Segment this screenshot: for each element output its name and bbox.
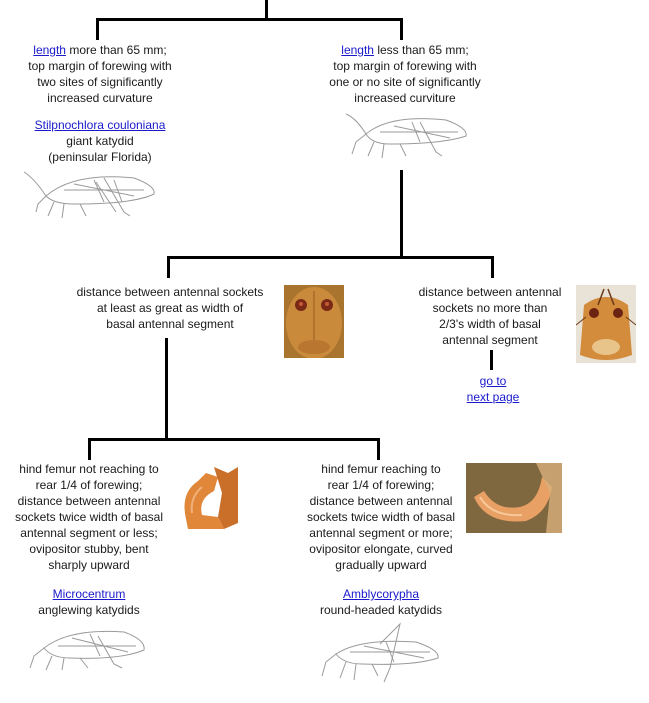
couplet-3b-line6: ovipositor elongate, curved	[309, 542, 453, 556]
couplet-1b-line1: length less than 65 mm;	[305, 42, 505, 58]
connector-top-stem	[265, 0, 268, 20]
connector-low-left-drop	[88, 438, 91, 460]
common-name-giant-katydid: giant katydid	[66, 134, 134, 148]
connector-mid-left-drop	[167, 256, 170, 278]
katydid-drawing-giant	[23, 168, 158, 220]
common-name-round-headed-katydids: round-headed katydids	[319, 603, 443, 617]
katydid-drawing-round-headed	[320, 622, 444, 684]
common-name-anglewing-katydids: anglewing katydids	[38, 603, 140, 617]
katydid-drawing-anglewing	[29, 624, 148, 672]
couplet-2b-line2: sockets no more than	[432, 301, 548, 315]
couplet-1b-line4: increased curviture	[354, 91, 456, 105]
couplet-2b-line3: 2/3's width of basal	[439, 317, 541, 331]
couplet-3a-line6: ovipositor stubby, bent	[29, 542, 149, 556]
go-to-link[interactable]: go to	[479, 374, 507, 388]
couplet-1a-line4: increased curvature	[47, 91, 153, 105]
couplet-1a-line2: top margin of forewing with	[28, 59, 172, 73]
couplet-3b-line4: sockets twice width of basal	[306, 510, 456, 524]
katydid-drawing-small	[345, 112, 470, 160]
connector-low-bar	[88, 438, 380, 441]
couplet-3a-line7: sharply upward	[48, 558, 130, 572]
connector-top-bar	[96, 18, 403, 21]
connector-mid-bar	[167, 256, 494, 259]
couplet-1a-line1: length more than 65 mm;	[0, 42, 200, 58]
couplet-3b-line1: hind femur reaching to	[321, 462, 441, 476]
couplet-3b-line5: antennal segment or more;	[309, 526, 453, 540]
couplet-1b-line2: top margin of forewing with	[333, 59, 477, 73]
couplet-2a-line1: distance between antennal sockets	[76, 285, 264, 299]
connector-top-right-drop	[400, 18, 403, 40]
couplet-3a-line1: hind femur not reaching to	[19, 462, 159, 476]
taxon-block-stilpnochlora: Stilpnochlora couloniana giant katydid (…	[0, 117, 200, 165]
next-page-link-block: go to next page	[443, 373, 543, 405]
taxon-link-stilpnochlora[interactable]: Stilpnochlora couloniana	[34, 118, 166, 132]
couplet-2a-line3: basal antennal segment	[106, 317, 234, 331]
couplet-2a-text: distance between antennal sockets at lea…	[60, 284, 280, 332]
taxon-link-amblycorypha[interactable]: Amblycorypha	[342, 587, 420, 601]
connector-mid-stem	[400, 170, 403, 258]
connector-mid-right-drop	[491, 256, 494, 278]
couplet-3a-text: hind femur not reaching to rear 1/4 of f…	[0, 461, 178, 573]
couplet-2b-line4: antennal segment	[442, 333, 538, 347]
connector-top-left-drop	[96, 18, 99, 40]
taxon-block-amblycorypha: Amblycorypha round-headed katydids	[290, 586, 472, 618]
next-page-link[interactable]: next page	[466, 390, 520, 404]
couplet-2b-text: distance between antennal sockets no mor…	[400, 284, 580, 348]
couplet-3a-line5: antennal segment or less;	[20, 526, 158, 540]
couplet-3b-line3: distance between antennal	[309, 494, 453, 508]
couplet-1a-line3: two sites of significantly	[37, 75, 163, 89]
connector-low-right-drop	[377, 438, 380, 460]
couplet-1b-line3: one or no site of significantly	[329, 75, 481, 89]
taxon-block-microcentrum: Microcentrum anglewing katydids	[0, 586, 178, 618]
taxon-link-microcentrum[interactable]: Microcentrum	[52, 587, 126, 601]
couplet-1b-line1-text: less than 65 mm;	[373, 43, 469, 57]
couplet-2a-line2: at least as great as width of	[96, 301, 244, 315]
couplet-3a-line2: rear 1/4 of forewing;	[35, 478, 143, 492]
photo-face-wide-sockets	[284, 285, 344, 358]
couplet-1a-text: length more than 65 mm; top margin of fo…	[0, 42, 200, 106]
couplet-3b-line7: gradually upward	[335, 558, 427, 572]
length-link-1a[interactable]: length	[33, 43, 66, 57]
couplet-1a-line1-text: more than 65 mm;	[65, 43, 167, 57]
couplet-1b-text: length less than 65 mm; top margin of fo…	[305, 42, 505, 106]
couplet-3b-line2: rear 1/4 of forewing;	[327, 478, 435, 492]
couplet-2b-line1: distance between antennal	[418, 285, 562, 299]
photo-ovipositor-stubby	[178, 463, 238, 533]
range-peninsular-florida: (peninsular Florida)	[48, 150, 152, 164]
connector-next-page-stem	[490, 350, 493, 370]
photo-ovipositor-curved	[466, 463, 562, 533]
length-link-1b[interactable]: length	[341, 43, 374, 57]
connector-low-stem	[165, 338, 168, 440]
couplet-3a-line4: sockets twice width of basal	[14, 510, 164, 524]
couplet-3a-line3: distance between antennal	[17, 494, 161, 508]
couplet-3b-text: hind femur reaching to rear 1/4 of forew…	[290, 461, 472, 573]
photo-face-narrow-sockets	[576, 285, 636, 363]
